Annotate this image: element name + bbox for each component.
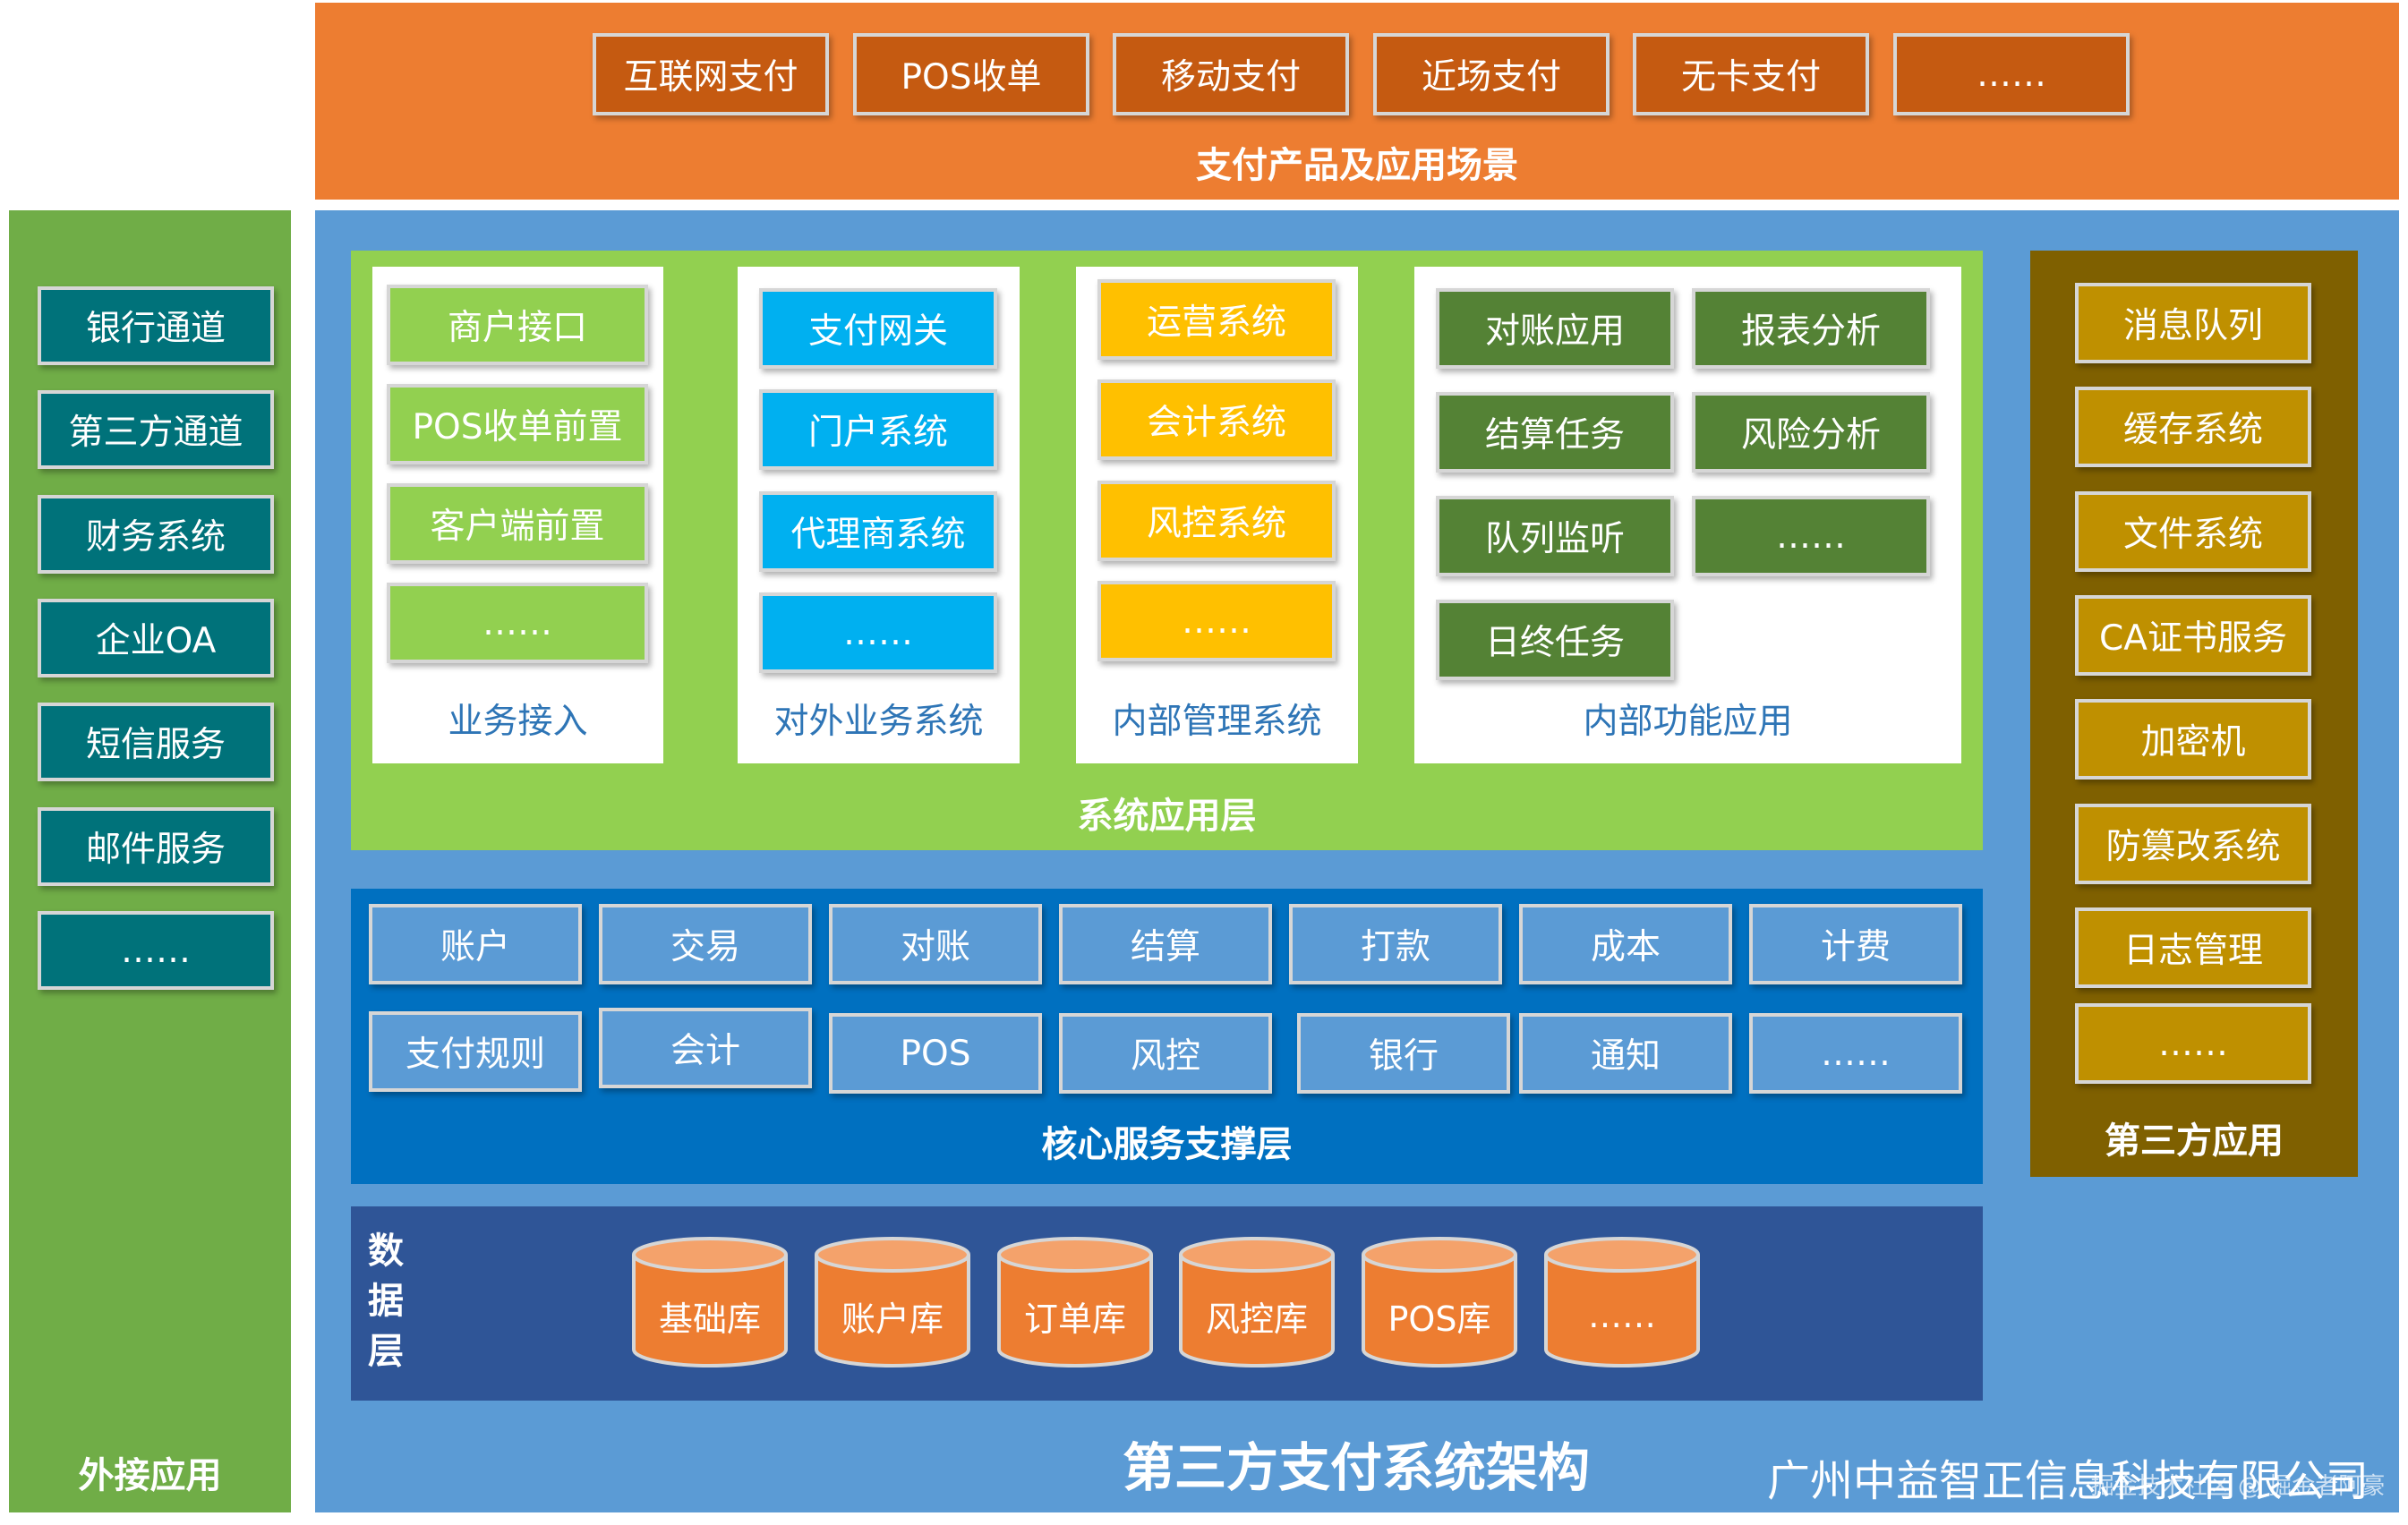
- database-cylinder-icon: [1179, 1237, 1335, 1367]
- core-accounting[interactable]: 会计: [599, 1008, 812, 1088]
- database-cylinder-icon: [997, 1237, 1153, 1367]
- db-pos-label: POS库: [1388, 1299, 1491, 1339]
- product-nfc-payment[interactable]: 近场支付: [1373, 33, 1610, 115]
- func-report-analysis[interactable]: 报表分析: [1692, 288, 1930, 369]
- data-layer: 数 据 层 基础库 账户库 订单库 风控库: [351, 1206, 1983, 1401]
- db-pos[interactable]: POS库: [1360, 1235, 1519, 1369]
- app-accounting-system[interactable]: 会计系统: [1097, 379, 1336, 460]
- core-reconciliation[interactable]: 对账: [829, 904, 1042, 984]
- func-more[interactable]: ……: [1692, 496, 1930, 576]
- core-pos[interactable]: POS: [829, 1013, 1042, 1094]
- payment-products-band: 互联网支付 POS收单 移动支付 近场支付 无卡支付 …… 支付产品及应用场景: [315, 3, 2399, 200]
- label-business-access: 业务接入: [448, 702, 588, 742]
- db-account[interactable]: 账户库: [813, 1235, 972, 1369]
- tp-log-management[interactable]: 日志管理: [2075, 907, 2311, 988]
- core-settlement[interactable]: 结算: [1059, 904, 1272, 984]
- system-application-layer: 商户接口 POS收单前置 客户端前置 …… 业务接入 支付网关 门户系统 代理商…: [351, 251, 1983, 850]
- label-external-systems: 对外业务系统: [773, 702, 984, 742]
- db-more-label: ……: [1588, 1296, 1656, 1335]
- database-cylinder-icon: [1544, 1237, 1700, 1367]
- data-layer-title-char-1: 数: [368, 1231, 404, 1272]
- tp-tamper-proof-system[interactable]: 防篡改系统: [2075, 804, 2311, 884]
- core-risk-control[interactable]: 风控: [1059, 1013, 1272, 1094]
- func-reconciliation[interactable]: 对账应用: [1436, 288, 1674, 369]
- tp-message-queue[interactable]: 消息队列: [2075, 283, 2311, 363]
- core-billing[interactable]: 计费: [1749, 904, 1962, 984]
- db-base-label: 基础库: [658, 1299, 761, 1339]
- app-agent-system[interactable]: 代理商系统: [759, 491, 997, 572]
- database-cylinder-icon: [815, 1237, 970, 1367]
- core-bank[interactable]: 银行: [1297, 1013, 1510, 1094]
- ext-bank-channel[interactable]: 银行通道: [38, 286, 274, 365]
- tp-more[interactable]: ……: [2075, 1003, 2311, 1084]
- db-order-label: 订单库: [1023, 1299, 1126, 1339]
- main-title: 第三方支付系统架构: [1122, 1437, 1590, 1498]
- core-layer-title: 核心服务支撑层: [1041, 1124, 1293, 1165]
- third-party-apps-title: 第三方应用: [2105, 1120, 2284, 1162]
- panel-internal-management: 运营系统 会计系统 风控系统 …… 内部管理系统: [1076, 267, 1358, 763]
- company-name: 广州中益智正信息科技有限公司: [1766, 1456, 2369, 1506]
- external-apps-band: 银行通道 第三方通道 财务系统 企业OA 短信服务 邮件服务 …… 外接应用: [9, 210, 291, 1512]
- app-payment-gateway[interactable]: 支付网关: [759, 288, 997, 369]
- product-cardless-payment[interactable]: 无卡支付: [1633, 33, 1869, 115]
- tp-file-system[interactable]: 文件系统: [2075, 491, 2311, 572]
- product-more[interactable]: ……: [1893, 33, 2130, 115]
- app-business-more[interactable]: ……: [387, 583, 648, 663]
- core-cost[interactable]: 成本: [1519, 904, 1732, 984]
- func-queue-listener[interactable]: 队列监听: [1436, 496, 1674, 576]
- ext-more[interactable]: ……: [38, 911, 274, 990]
- tp-encryption-machine[interactable]: 加密机: [2075, 699, 2311, 780]
- product-internet-payment[interactable]: 互联网支付: [593, 33, 829, 115]
- app-portal-system[interactable]: 门户系统: [759, 389, 997, 470]
- ext-finance-system[interactable]: 财务系统: [38, 495, 274, 574]
- data-layer-title-char-2: 据: [368, 1281, 404, 1322]
- func-settlement-task[interactable]: 结算任务: [1436, 392, 1674, 473]
- app-merchant-interface[interactable]: 商户接口: [387, 285, 648, 365]
- core-payout[interactable]: 打款: [1289, 904, 1502, 984]
- app-client-front[interactable]: 客户端前置: [387, 483, 648, 564]
- app-risk-control-system[interactable]: 风控系统: [1097, 481, 1336, 561]
- panel-external-systems: 支付网关 门户系统 代理商系统 …… 对外业务系统: [738, 267, 1020, 763]
- product-mobile-payment[interactable]: 移动支付: [1113, 33, 1349, 115]
- core-notification[interactable]: 通知: [1519, 1013, 1732, 1094]
- db-more[interactable]: ……: [1542, 1235, 1702, 1369]
- db-account-label: 账户库: [841, 1299, 944, 1339]
- core-transaction[interactable]: 交易: [599, 904, 812, 984]
- tp-cache-system[interactable]: 缓存系统: [2075, 387, 2311, 467]
- db-base[interactable]: 基础库: [630, 1235, 790, 1369]
- core-payment-rules[interactable]: 支付规则: [369, 1011, 582, 1092]
- external-apps-title: 外接应用: [78, 1455, 222, 1496]
- app-pos-front[interactable]: POS收单前置: [387, 384, 648, 464]
- func-end-of-day-task[interactable]: 日终任务: [1436, 600, 1674, 680]
- ext-enterprise-oa[interactable]: 企业OA: [38, 599, 274, 677]
- data-layer-title: 数 据 层: [363, 1226, 408, 1376]
- core-more[interactable]: ……: [1749, 1013, 1962, 1094]
- core-account[interactable]: 账户: [369, 904, 582, 984]
- db-order[interactable]: 订单库: [995, 1235, 1155, 1369]
- label-internal-management: 内部管理系统: [1112, 702, 1322, 742]
- app-operation-system[interactable]: 运营系统: [1097, 279, 1336, 360]
- data-layer-title-char-3: 层: [368, 1331, 404, 1372]
- app-management-more[interactable]: ……: [1097, 581, 1336, 661]
- panel-business-access: 商户接口 POS收单前置 客户端前置 …… 业务接入: [372, 267, 663, 763]
- app-external-more[interactable]: ……: [759, 592, 997, 673]
- database-cylinder-icon: [1362, 1237, 1517, 1367]
- ext-mail-service[interactable]: 邮件服务: [38, 807, 274, 886]
- third-party-apps-band: 消息队列 缓存系统 文件系统 CA证书服务 加密机 防篡改系统 日志管理 …… …: [2030, 251, 2358, 1177]
- payment-products-title: 支付产品及应用场景: [1196, 145, 1518, 186]
- watermark: 掘金技术社区 @ 掘金者阿豪: [2090, 1472, 2386, 1500]
- db-risk-control-label: 风控库: [1205, 1299, 1308, 1339]
- product-pos-acquiring[interactable]: POS收单: [853, 33, 1089, 115]
- ext-third-party-channel[interactable]: 第三方通道: [38, 390, 274, 469]
- app-layer-title: 系统应用层: [1077, 796, 1257, 837]
- tp-ca-certificate-service[interactable]: CA证书服务: [2075, 595, 2311, 676]
- ext-sms-service[interactable]: 短信服务: [38, 703, 274, 781]
- core-service-layer: 账户 交易 对账 结算 打款 成本 计费 支付规则 会计 POS 风控 银行 通…: [351, 889, 1983, 1184]
- panel-internal-functions: 对账应用 报表分析 结算任务 风险分析 队列监听 …… 日终任务 内部功能应用: [1414, 267, 1961, 763]
- database-cylinder-icon: [632, 1237, 788, 1367]
- label-internal-functions: 内部功能应用: [1583, 702, 1793, 742]
- db-risk-control[interactable]: 风控库: [1177, 1235, 1336, 1369]
- func-risk-analysis[interactable]: 风险分析: [1692, 392, 1930, 473]
